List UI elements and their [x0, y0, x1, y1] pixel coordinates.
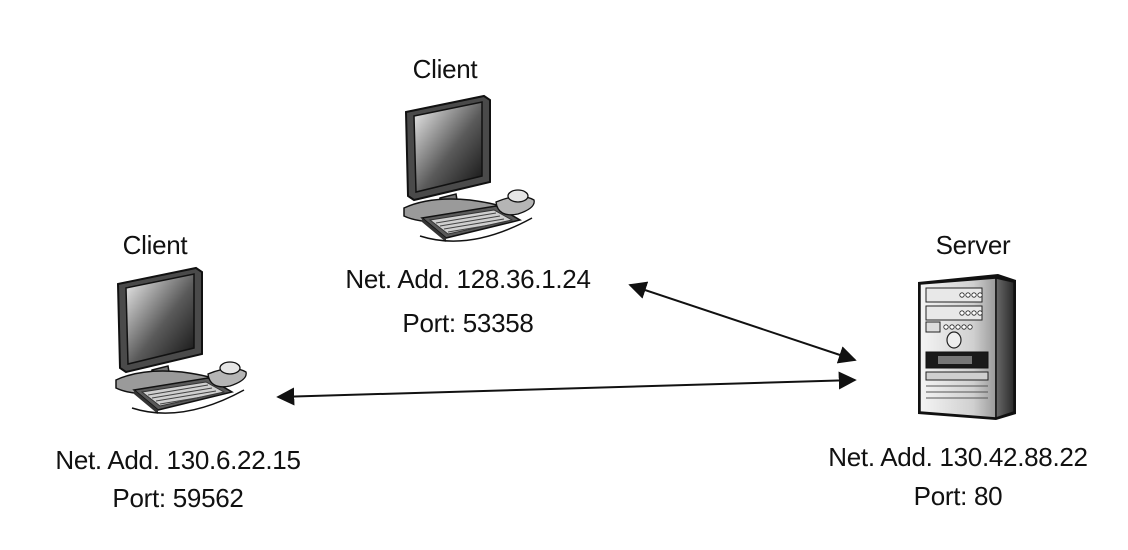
connection-top-client-server — [628, 281, 857, 364]
node-title: Server — [935, 230, 1011, 260]
server-tower-icon — [918, 274, 1016, 420]
node-title: Client — [122, 230, 188, 260]
port-number: Port: 80 — [913, 481, 1003, 511]
network-address: Net. Add. 130.6.22.15 — [55, 445, 301, 475]
port-number: Port: 53358 — [402, 308, 534, 338]
port-number: Port: 59562 — [112, 483, 244, 513]
node-title: Client — [412, 54, 478, 84]
desktop-computer-icon — [115, 267, 248, 415]
desktop-computer-icon — [403, 95, 536, 243]
connection-left-client-server — [276, 371, 857, 406]
network-address: Net. Add. 128.36.1.24 — [345, 264, 591, 294]
network-address: Net. Add. 130.42.88.22 — [828, 442, 1088, 472]
